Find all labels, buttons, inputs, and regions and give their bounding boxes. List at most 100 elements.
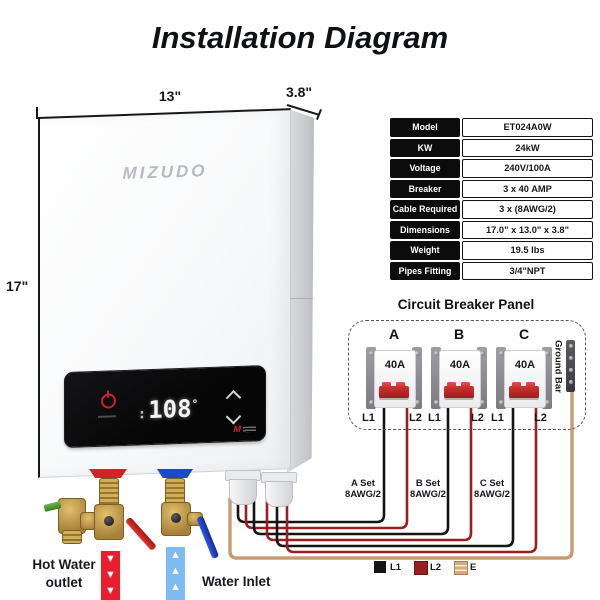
dimension-tick-right xyxy=(316,109,322,120)
spec-value: 17.0" x 13.0" x 3.8" xyxy=(462,220,593,239)
control-display-panel: :108° M xyxy=(64,365,266,449)
breaker-a: 40A xyxy=(366,347,422,409)
ground-bar xyxy=(566,340,575,392)
hot-outlet-flange xyxy=(89,469,127,478)
legend-swatch-e xyxy=(454,561,468,575)
arrow-up-icon: ▲ xyxy=(170,565,181,577)
screw-icon xyxy=(479,400,485,405)
screw-icon xyxy=(368,400,374,405)
screw-icon xyxy=(568,356,573,360)
spec-value: 3 x 40 AMP xyxy=(462,179,593,198)
heater-side-panel xyxy=(287,108,314,473)
heater-side-seam xyxy=(289,298,313,299)
breaker-panel-box xyxy=(348,320,586,430)
chevron-down-icon xyxy=(225,408,242,425)
cable-set-c-label: C Set 8AWG/2 xyxy=(469,478,515,501)
dim-height-label: 17" xyxy=(6,278,29,294)
spec-value: 240V/100A xyxy=(462,159,593,178)
spec-value: ET024A0W xyxy=(462,118,593,137)
dim-depth-label: 3.8" xyxy=(285,84,313,100)
breaker-c: 40A xyxy=(496,347,552,409)
cold-valve-body xyxy=(161,502,191,536)
legend-swatch-l1 xyxy=(374,561,386,573)
screw-icon xyxy=(544,400,550,405)
breaker-rating: 40A xyxy=(449,359,471,371)
cable-set-b-label: B Set 8AWG/2 xyxy=(405,478,451,501)
screw-icon xyxy=(568,344,573,348)
hot-label-line2: outlet xyxy=(45,574,83,590)
arrow-down-icon: ▼ xyxy=(105,553,116,565)
cable-gland-left xyxy=(229,479,257,505)
breaker-c-name: C xyxy=(518,326,530,342)
heater-front-panel: MIZUDO :108° M xyxy=(38,108,291,479)
spec-value: 24kW xyxy=(462,138,593,157)
set-line1: C Set xyxy=(479,478,505,489)
spec-label: Weight xyxy=(390,241,460,260)
spec-label: KW xyxy=(390,138,460,157)
spec-label: Cable Required xyxy=(390,200,460,219)
cold-water-pipe: ▲ ▲ ▲ xyxy=(166,547,185,600)
spec-label: Pipes Fitting xyxy=(390,261,460,280)
set-line2: 8AWG/2 xyxy=(345,489,381,501)
breaker-rail xyxy=(496,347,506,409)
screw-icon xyxy=(479,351,485,356)
dimension-tick-left xyxy=(36,107,38,119)
switch-tab xyxy=(447,382,456,389)
screw-icon xyxy=(498,351,504,356)
terminal-label-a-l1: L1 xyxy=(362,412,375,424)
terminal-label-b-l2: L2 xyxy=(471,412,484,424)
arrow-down-icon: ▼ xyxy=(105,585,116,597)
breaker-rail xyxy=(431,347,441,409)
switch-tab xyxy=(396,382,405,389)
led-colon: : xyxy=(137,406,147,423)
cable-set-a-label: A Set 8AWG/2 xyxy=(340,478,386,501)
terminal-label-c-l2: L2 xyxy=(534,412,547,424)
breaker-rail xyxy=(542,347,552,409)
screw-icon xyxy=(568,368,573,372)
legend-label-e: E xyxy=(470,562,477,573)
arrow-down-icon: ▼ xyxy=(105,569,116,581)
water-inlet-label: Water Inlet xyxy=(202,574,271,589)
cable-gland-right xyxy=(265,481,293,507)
set-line1: A Set xyxy=(351,478,375,489)
mini-logo-text xyxy=(243,425,256,433)
breaker-panel-title: Circuit Breaker Panel xyxy=(397,297,535,312)
page-title: Installation Diagram xyxy=(151,20,449,55)
terminal-label-c-l1: L1 xyxy=(491,412,504,424)
arrow-up-icon: ▲ xyxy=(170,549,181,561)
screw-icon xyxy=(568,380,573,384)
mini-logo-m: M xyxy=(233,423,242,435)
breaker-rail xyxy=(412,347,422,409)
arrow-up-icon: ▲ xyxy=(170,581,181,593)
dim-width-label: 13" xyxy=(158,88,182,104)
screw-icon xyxy=(414,351,420,356)
breaker-body: 40A xyxy=(504,350,546,408)
terminal-label-b-l1: L1 xyxy=(428,412,441,424)
led-degree: ° xyxy=(191,397,199,411)
screw-icon xyxy=(498,400,504,405)
breaker-switch xyxy=(444,382,474,398)
hot-water-outlet-label: Hot Water outlet xyxy=(16,556,112,591)
cold-valve-handle xyxy=(196,515,220,560)
spec-label: Dimensions xyxy=(390,220,460,239)
legend-label-l1: L1 xyxy=(390,562,402,573)
hot-water-pipe: ▼ ▼ ▼ xyxy=(101,551,120,600)
spec-value: 3 x (8AWG/2) xyxy=(462,200,593,219)
breaker-rating: 40A xyxy=(384,359,406,371)
breaker-rail xyxy=(477,347,487,409)
spec-value: 19.5 lbs xyxy=(462,241,593,260)
breaker-a-name: A xyxy=(388,326,400,342)
spec-label: Model xyxy=(390,118,460,137)
breaker-b: 40A xyxy=(431,347,487,409)
breaker-switch xyxy=(379,382,409,398)
breaker-body: 40A xyxy=(439,350,481,408)
cold-inlet-flange xyxy=(157,469,193,478)
